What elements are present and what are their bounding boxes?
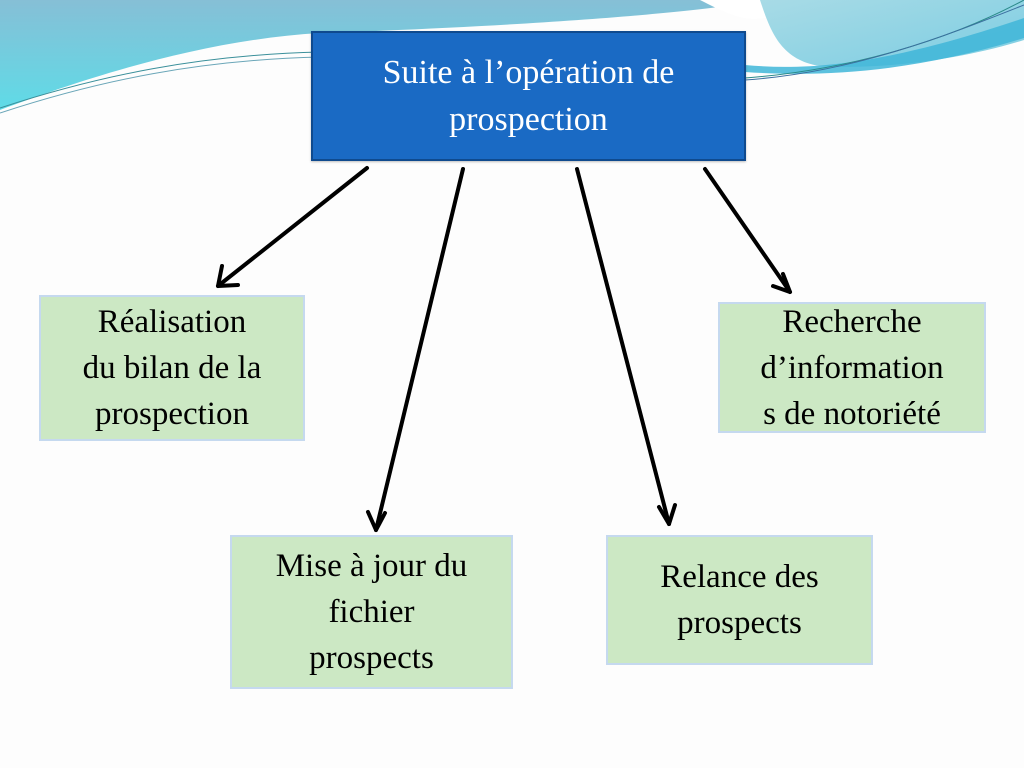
child-node-fichier: Mise à jour du fichier prospects: [230, 535, 513, 689]
arrow-icon: [575, 167, 677, 526]
child-node-label: Mise à jour du fichier prospects: [275, 548, 468, 676]
root-node-label: Suite à l’opération de prospection: [382, 54, 675, 138]
child-node-notoriete: Recherche d’information s de notoriété: [718, 302, 986, 433]
child-node-label: Relance des prospects: [660, 559, 819, 641]
child-node-label: Recherche d’information s de notoriété: [760, 303, 944, 432]
root-node: Suite à l’opération de prospection: [311, 31, 746, 161]
arrow-icon: [216, 166, 369, 288]
child-node-label: Réalisation du bilan de la prospection: [82, 304, 262, 432]
arrow-icon: [703, 167, 792, 294]
child-node-bilan: Réalisation du bilan de la prospection: [39, 295, 305, 441]
child-node-relance: Relance des prospects: [606, 535, 873, 665]
arrow-icon: [366, 167, 465, 532]
